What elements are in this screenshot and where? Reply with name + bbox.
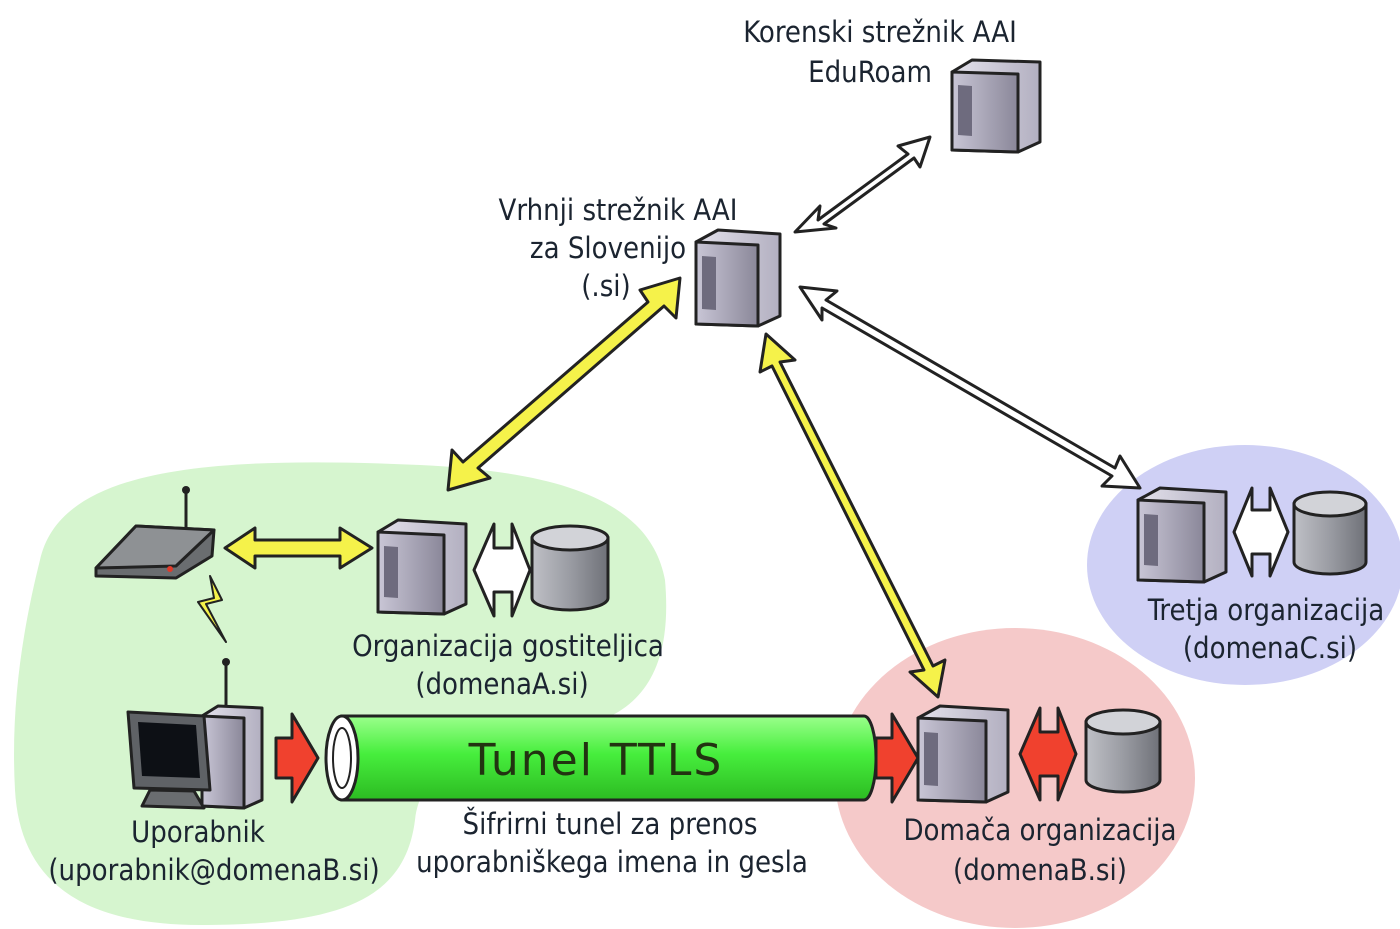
link-top-third [798, 285, 1142, 490]
third-database-icon [1292, 490, 1368, 576]
tunnel-caption-line2: uporabniškega imena in gesla [416, 845, 808, 879]
top-server-label-line1: Vrhnji strežnik AAI [499, 193, 738, 227]
tunnel-caption-line1: Šifrirni tunel za prenos [463, 807, 758, 841]
home-local-arrow [1018, 706, 1078, 802]
root-server-label-line2: EduRoam [808, 55, 932, 89]
root-server-icon [950, 58, 1042, 154]
home-database-icon [1084, 708, 1162, 794]
wireless-signal-icon [197, 575, 227, 643]
host-org-label-line1: Organizacija gostiteljica [352, 629, 664, 663]
tunnel-to-home-arrow [874, 712, 920, 804]
host-local-arrow [472, 522, 532, 618]
third-org-label-line2: (domenaC.si) [1183, 631, 1357, 665]
home-server-icon [916, 704, 1010, 804]
access-point-icon [94, 486, 216, 580]
host-org-label-line2: (domenaA.si) [415, 667, 588, 701]
top-server-label-line2: za Slovenijo [530, 231, 686, 265]
home-org-label-line1: Domača organizacija [903, 813, 1176, 847]
third-local-arrow [1232, 486, 1290, 578]
third-org-label-line1: Tretja organizacija [1147, 593, 1385, 627]
third-server-icon [1136, 486, 1228, 584]
link-root-top [793, 135, 932, 234]
tunnel-label: Tunel TTLS [468, 735, 724, 786]
home-organization-region [835, 628, 1195, 928]
ttls-tunnel: Tunel TTLS [324, 714, 878, 802]
user-computer-icon [126, 658, 264, 810]
link-top-home [758, 332, 947, 699]
user-label-line2: (uporabnik@domenaB.si) [48, 853, 379, 887]
top-server-icon [694, 228, 782, 328]
host-database-icon [530, 524, 610, 612]
top-server-label-line3: (.si) [581, 269, 631, 303]
host-server-icon [376, 518, 468, 616]
link-router-host [223, 526, 374, 570]
user-to-tunnel-arrow [274, 712, 320, 804]
link-top-host [446, 276, 682, 492]
user-label-line1: Uporabnik [131, 815, 266, 849]
home-org-label-line2: (domenaB.si) [953, 853, 1127, 887]
root-server-label-line1: Korenski strežnik AAI [743, 15, 1017, 49]
